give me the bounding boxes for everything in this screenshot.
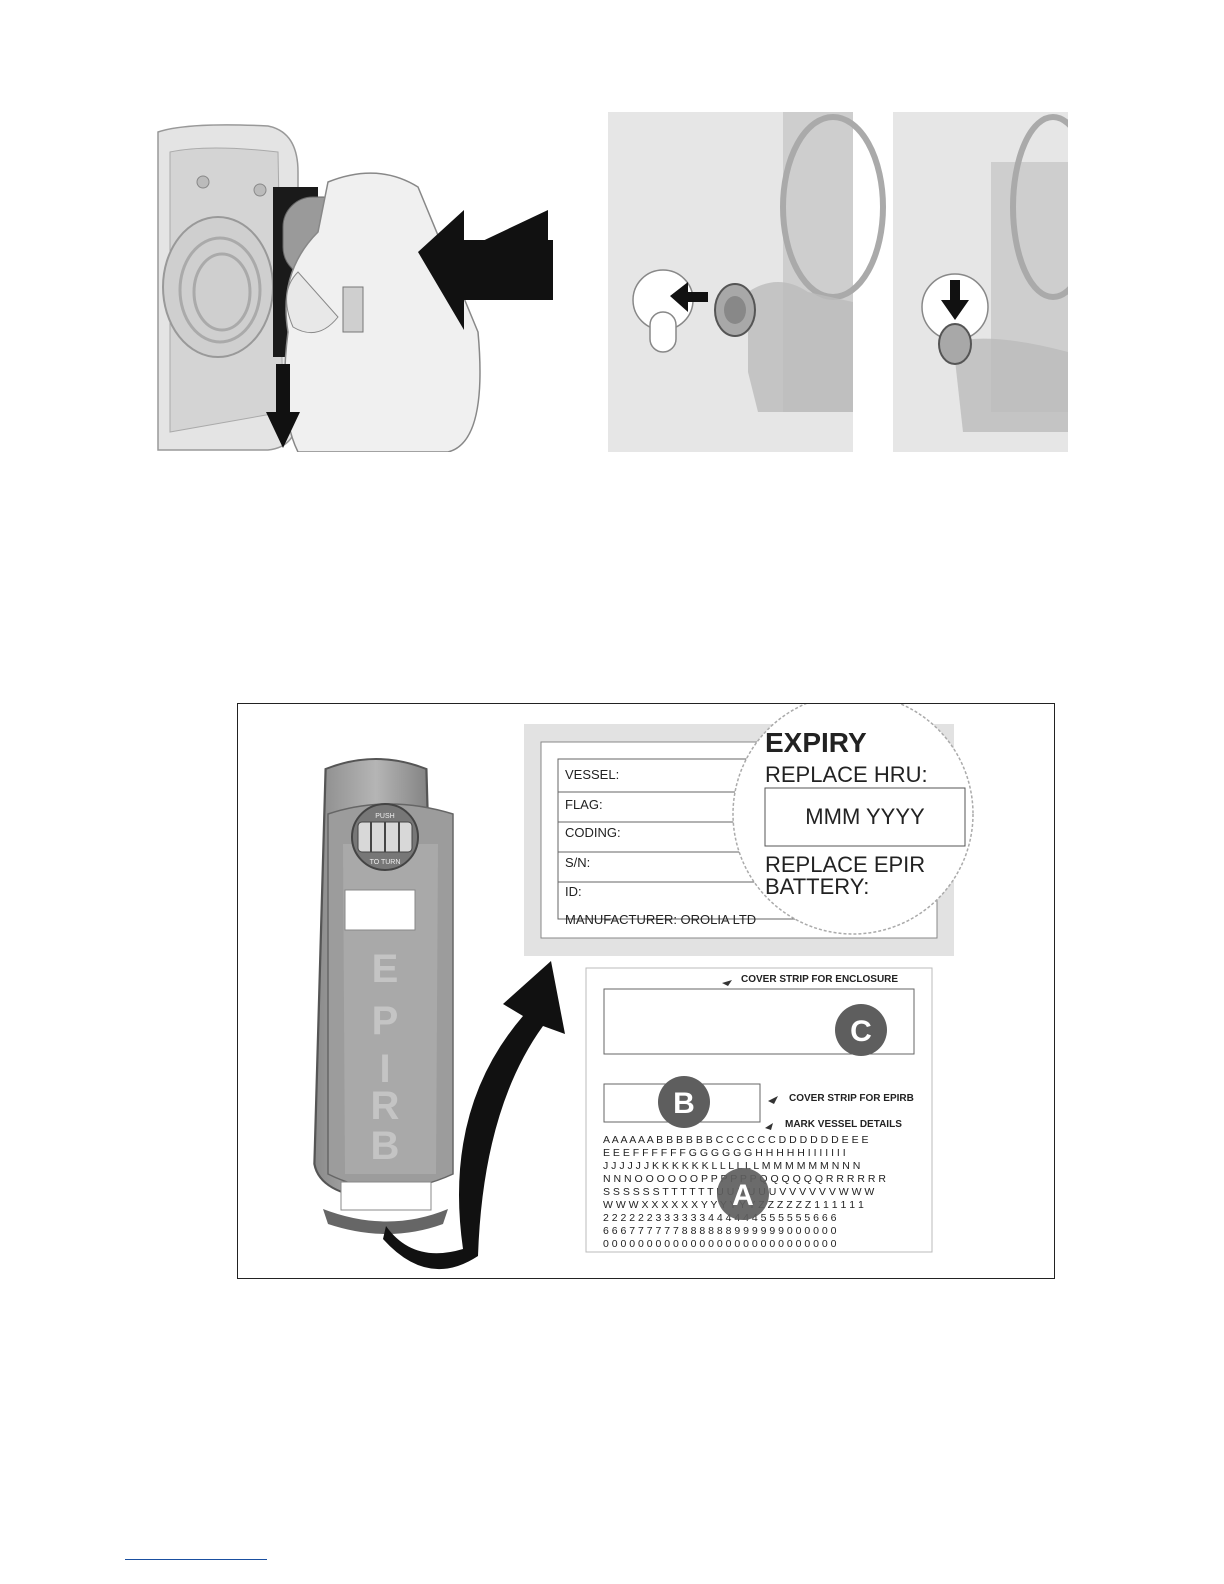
beacon-letter: E [372,947,399,991]
beacon-letter: P [372,999,399,1043]
label-illustration: PUSH TO TURN E P I R B VESSEL: FLAG: COD… [238,704,1053,1277]
mark-vessel-text: MARK VESSEL DETAILS [785,1119,902,1130]
panel-keyhole-insert [608,112,883,452]
beacon-letter: R [371,1084,400,1128]
beacon-label-window [345,890,415,930]
flag-field-label: FLAG: [565,797,603,812]
badge-c-letter: C [850,1015,872,1048]
panel-insert-unit [148,112,553,452]
sticker-sheet: COVER STRIP FOR ENCLOSURE C B COVER STRI… [586,968,932,1252]
epirb-beacon: PUSH TO TURN E P I R B [314,759,453,1234]
grid-row: A A A A A A B B B B B B C C C C C C D D … [603,1134,869,1146]
grid-row: 0 0 0 0 0 0 0 0 0 0 0 0 0 0 0 0 0 0 0 0 … [603,1238,837,1250]
coding-field-label: CODING: [565,825,621,840]
expiry-magnifier: EXPIRY REPLACE HRU: MMM YYYY REPLACE EPI… [733,704,973,934]
cover-epirb-text: COVER STRIP FOR EPIRB [789,1093,914,1104]
installation-illustration [148,112,1068,452]
label-figure: PUSH TO TURN E P I R B VESSEL: FLAG: COD… [237,703,1055,1279]
dial-top-text: PUSH [375,813,394,820]
badge-b-letter: B [673,1087,695,1120]
badge-a-letter: A [732,1179,754,1212]
vessel-field-label: VESSEL: [565,767,619,782]
beacon-bottom-window [341,1182,431,1210]
grid-row: E E E F F F F F F G G G G G G H H H H H … [603,1147,846,1159]
grid-row: J J J J J J K K K K K K L L L L L L M M … [603,1160,860,1172]
grid-row: 2 2 2 2 2 2 3 3 3 3 3 3 4 4 4 4 4 4 5 5 … [603,1212,837,1224]
sn-field-label: S/N: [565,855,590,870]
battery-text: BATTERY: [765,874,869,899]
dial-bottom-text: TO TURN [370,859,401,866]
panel-keyhole-lock [893,112,1068,452]
replace-hru-text: REPLACE HRU: [765,762,928,787]
grid-row: 6 6 6 7 7 7 7 7 7 8 8 8 8 8 8 9 9 9 9 9 … [603,1225,837,1237]
footer-rule [125,1559,267,1560]
expiry-heading: EXPIRY [765,727,867,758]
id-field-label: ID: [565,884,582,899]
manufacturer-text: MANUFACTURER: OROLIA LTD [565,912,756,927]
expiry-date-placeholder: MMM YYYY [805,804,925,829]
cover-enclosure-text: COVER STRIP FOR ENCLOSURE [741,974,898,985]
beacon-letter: B [371,1124,400,1168]
installation-figure [148,112,1068,452]
